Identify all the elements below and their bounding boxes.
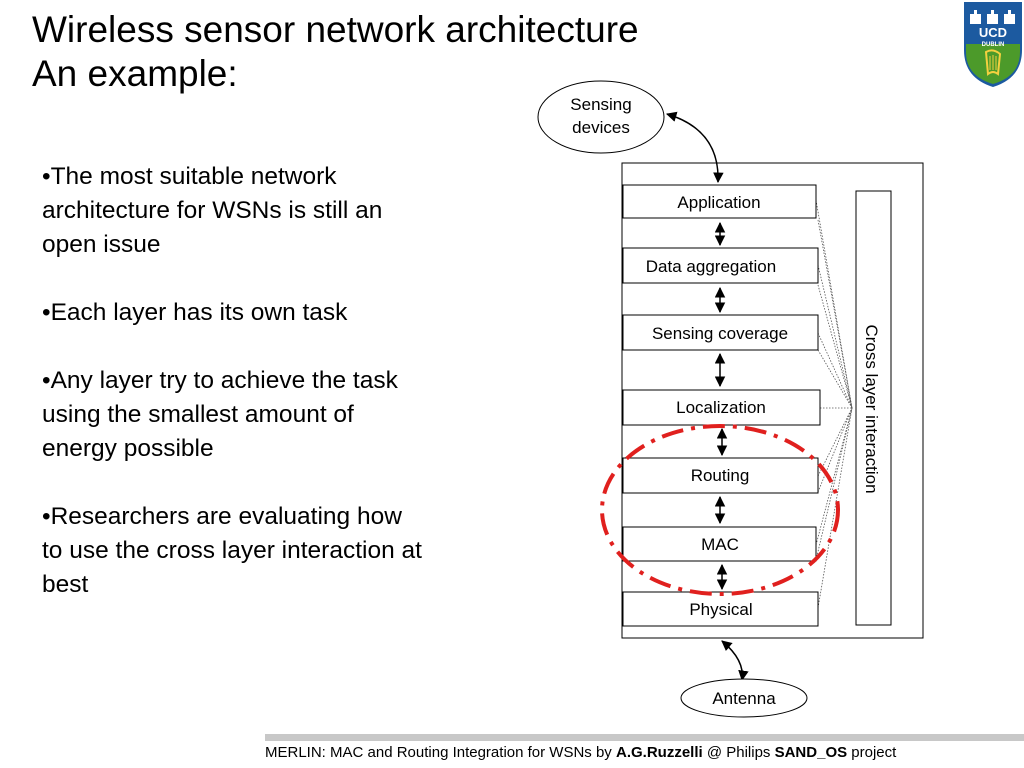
layer-label: Routing xyxy=(691,466,750,485)
footer-text: MERLIN: MAC and Routing Integration for … xyxy=(265,744,616,761)
logo-subtext: DUBLIN xyxy=(982,42,1005,48)
bullet-item: •Researchers are evaluating how to use t… xyxy=(42,503,422,598)
footer-bar xyxy=(265,734,1024,741)
layer-label: Localization xyxy=(676,398,766,417)
layer-data-aggregation: Data aggregation xyxy=(622,247,819,284)
bullet-item: •Any layer try to achieve the task using… xyxy=(42,367,398,462)
layer-localization: Localization xyxy=(622,389,821,426)
cross-layer-connectors xyxy=(815,199,853,609)
stack-container xyxy=(621,162,924,639)
sensing-arrow-icon xyxy=(665,111,724,184)
layer-label: MAC xyxy=(701,535,739,554)
logo-castles-icon xyxy=(970,10,1015,24)
bullet-item: •The most suitable network architecture … xyxy=(42,163,383,258)
logo-text: UCD xyxy=(979,25,1007,40)
layer-label: Application xyxy=(677,193,760,212)
antenna-label: Antenna xyxy=(712,689,776,708)
layer-sensing-coverage: Sensing coverage xyxy=(622,314,819,351)
sensing-label-line1: Sensing xyxy=(570,95,631,114)
slide-title-line1: Wireless sensor network architecture xyxy=(32,9,639,50)
layer-label: Physical xyxy=(689,600,752,619)
layer-application: Application xyxy=(622,184,817,219)
highlight-ellipse xyxy=(600,424,840,596)
logo-harp-icon xyxy=(984,49,1002,76)
footer-text: project xyxy=(847,744,897,761)
layer-label: Sensing coverage xyxy=(652,324,788,343)
sensing-label-line2: devices xyxy=(572,118,630,137)
layer-mac: MAC xyxy=(622,526,817,562)
sensing-devices-node: Sensing devices xyxy=(537,80,665,154)
layer-arrows xyxy=(665,111,749,682)
cross-layer-label: Cross layer interaction xyxy=(862,324,881,493)
layer-physical: Physical xyxy=(622,591,819,627)
slide-title-line2: An example: xyxy=(32,53,238,95)
bullet-item: •Each layer has its own task xyxy=(42,299,348,326)
footer: MERLIN: MAC and Routing Integration for … xyxy=(265,744,896,761)
layer-routing: Routing xyxy=(622,457,819,494)
slide-title: Wireless sensor network architecture An … xyxy=(32,8,639,97)
footer-text: @ Philips xyxy=(702,744,775,761)
bullet-list: •The most suitable network architecture … xyxy=(42,160,422,636)
antenna-node: Antenna xyxy=(680,678,808,718)
antenna-arrow-icon xyxy=(721,640,749,682)
ucd-logo: UCD DUBLIN xyxy=(964,2,1022,87)
layer-label: Data aggregation xyxy=(646,257,776,276)
cross-layer-box xyxy=(855,190,892,626)
footer-project: SAND_OS xyxy=(774,744,848,761)
footer-author: A.G.Ruzzelli xyxy=(615,744,703,761)
